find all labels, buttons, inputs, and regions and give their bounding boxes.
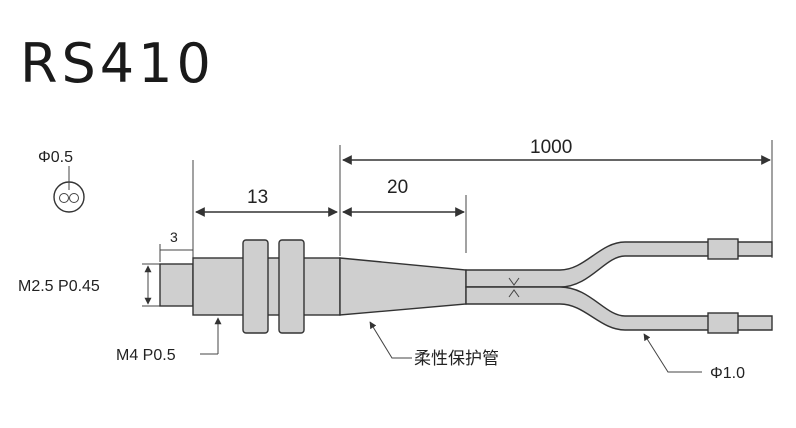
upper-ferrule	[707, 238, 739, 260]
flexible-sleeve	[339, 257, 467, 316]
cable-diameter-callout: Φ1.0	[643, 333, 745, 382]
nut-2	[278, 239, 305, 334]
sleeve-label: 柔性保护管	[414, 349, 499, 369]
nut-1	[242, 239, 269, 334]
tip-thread-label: M2.5 P0.45	[18, 278, 100, 295]
dim-tip-length-text: 3	[170, 229, 178, 245]
cable-split-mark-top	[508, 277, 520, 286]
extension-lines	[159, 140, 773, 262]
lower-cable	[465, 286, 773, 331]
dim-total-length: 1000	[342, 137, 771, 165]
dim-tip-length: 3	[160, 229, 193, 251]
fiber-cables	[465, 238, 773, 334]
fiber-section-icon	[53, 166, 85, 213]
dim-sleeve-length-text: 20	[387, 177, 408, 198]
product-title: RS410	[20, 32, 215, 95]
cable-split-mark-bottom	[508, 289, 520, 298]
upper-cable	[465, 241, 773, 288]
sensor-tip	[159, 263, 194, 307]
dim-sleeve-length: 20	[342, 177, 465, 217]
dim-tip-thread: M2.5 P0.45	[18, 263, 160, 307]
dim-total-length-text: 1000	[530, 137, 572, 158]
dim-body-length: 13	[195, 187, 338, 217]
sleeve-callout: 柔性保护管	[369, 321, 499, 369]
lower-ferrule	[707, 312, 739, 334]
body-thread-label: M4 P0.5	[116, 347, 176, 364]
dim-body-length-text: 13	[247, 187, 268, 208]
body-thread-callout: M4 P0.5	[116, 317, 222, 364]
fiber-core-label: Φ0.5	[38, 149, 73, 166]
cable-diameter-label: Φ1.0	[710, 365, 745, 382]
